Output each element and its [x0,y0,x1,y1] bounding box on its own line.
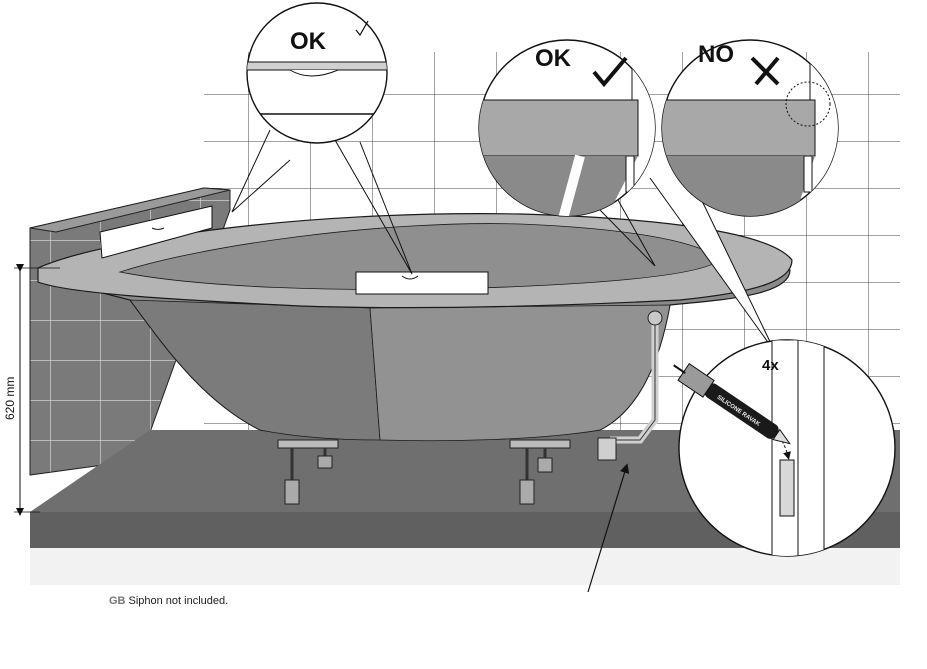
cross-icon [750,56,780,86]
height-label: 620 mm [3,377,17,420]
tub-feet [277,439,571,505]
callout-wall-ok: OK [478,39,656,217]
bathtub [37,213,793,461]
clip-count-label: 4x [762,357,779,374]
foot-left [277,439,339,505]
checkmark-icon [355,20,369,37]
siphon-pointer [587,463,630,593]
wall-ok-label: OK [535,45,572,72]
floor [30,430,900,585]
checkmark-icon [592,56,628,88]
spirit-level-front [355,271,489,295]
wall-no-label: NO [698,41,734,68]
callout-level-ok: OK [246,2,388,144]
footnote-text: Siphon not included. [128,595,229,607]
callout-wall-no: NO [661,39,839,217]
language-code: GB [109,595,126,607]
height-dimension: 620 mm [3,264,60,516]
spirit-level-left [99,205,213,259]
level-ok-label: OK [290,28,327,55]
foot-right [509,439,571,505]
callout-clips: 4x SILICONE RAVAK [673,339,896,557]
